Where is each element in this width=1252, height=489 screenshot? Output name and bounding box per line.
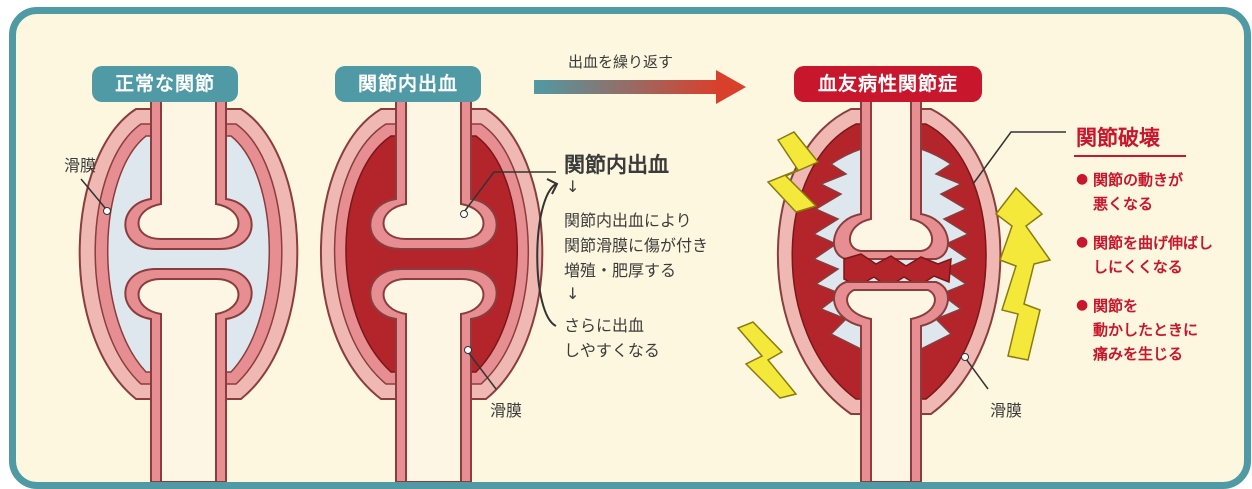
arrow-down-icon: ↓ [566, 284, 579, 303]
diagram-frame: 正常な関節 関節内出血 血友病性関節症 出血を繰り返す 滑膜 滑膜 滑膜 関節内… [9, 7, 1251, 489]
synovium-label-bleeding: 滑膜 [490, 397, 522, 421]
synovium-label-hemophilic: 滑膜 [990, 397, 1022, 421]
bullet-icon: ● [1076, 297, 1088, 313]
cause-line-3: 増殖・肥厚する [564, 257, 676, 281]
bullet-icon: ● [1076, 171, 1088, 187]
symptom-2-line-2: しにくくなる [1093, 256, 1183, 277]
bleeding-heading: 関節内出血 [564, 149, 669, 179]
cause-line-2: 関節滑膜に傷が付き [564, 232, 708, 256]
symptom-3-line-3: 痛みを生じる [1093, 343, 1183, 364]
synovium-label-normal: 滑膜 [64, 152, 96, 176]
result-line-2: しやすくなる [564, 337, 660, 361]
hemophilic-arthropathy-title: 血友病性関節症 [794, 66, 982, 102]
symptom-1-line-1: 関節の動きが [1093, 169, 1183, 190]
symptom-1-line-2: 悪くなる [1093, 193, 1153, 214]
symptom-2-line-1: 関節を曲げ伸ばし [1093, 232, 1213, 253]
normal-joint-title: 正常な関節 [92, 66, 238, 102]
cause-line-1: 関節内出血により [564, 207, 692, 231]
result-line-1: さらに出血 [564, 312, 644, 336]
symptom-3-line-1: 関節を [1093, 295, 1138, 316]
destruction-heading: 関節破壊 [1076, 122, 1160, 152]
lightning-icon [996, 188, 1050, 360]
repeat-bleeding-arrow [534, 70, 746, 104]
repeat-bleeding-label: 出血を繰り返す [568, 51, 673, 72]
arrow-down-icon: ↓ [566, 177, 579, 196]
symptom-3-line-2: 動かしたときに [1093, 319, 1198, 340]
bullet-icon: ● [1076, 234, 1088, 250]
lightning-icon [738, 322, 796, 398]
normal-joint [80, 74, 298, 482]
joint-bleeding-title: 関節内出血 [335, 66, 481, 102]
